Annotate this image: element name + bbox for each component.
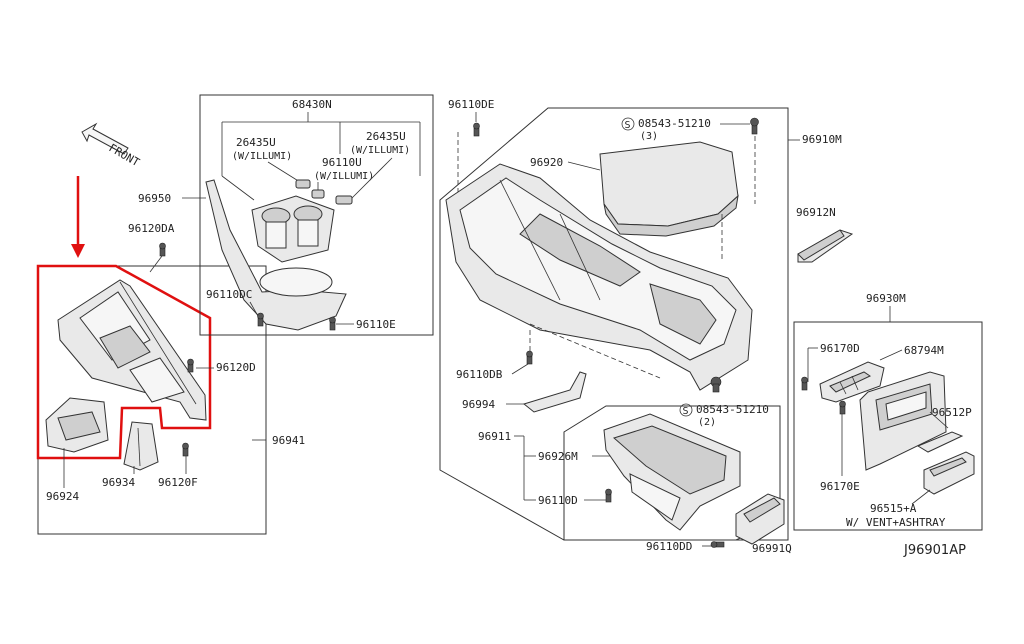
label-08543-bottom-qty: (2) (698, 417, 716, 428)
group-box-96930M (793, 321, 983, 531)
bolt-96110D-icon (605, 488, 612, 503)
bolt-96110DC-icon (257, 312, 264, 327)
label-96110U: 96110U (322, 156, 362, 169)
label-96120F: 96120F (158, 476, 198, 489)
label-26435U-left: 26435U (236, 136, 276, 149)
bracket-96994 (522, 371, 587, 413)
label-96110DC: 96110DC (206, 288, 252, 301)
label-96991Q: 96991Q (752, 542, 792, 555)
cup-holder-finisher (205, 179, 347, 331)
label-96170D: 96170D (820, 342, 860, 355)
label-96515A-note: W/ VENT+ASHTRAY (846, 516, 946, 529)
bolt-96110E-icon (329, 316, 336, 331)
shift-console-lower (45, 397, 109, 453)
cover-96512P (916, 431, 964, 453)
front-arrow-icon (81, 122, 129, 155)
bolt-96110DB-icon (526, 350, 533, 365)
label-96950: 96950 (138, 192, 171, 205)
label-96120DA: 96120DA (128, 222, 175, 235)
rear-finisher (859, 371, 947, 471)
label-26435U-right-note: (W/ILLUMI) (350, 145, 410, 156)
label-96934: 96934 (102, 476, 135, 489)
label-96110D: 96110D (538, 494, 578, 507)
screw-symbol-top-icon: S (621, 117, 635, 131)
label-96110DB: 96110DB (456, 368, 503, 381)
diagram-code: J96901AP (903, 543, 966, 558)
rear-vent (819, 361, 885, 403)
label-96920: 96920 (530, 156, 563, 169)
armrest-lid (599, 141, 739, 237)
highlight-outline (36, 264, 212, 460)
label-96924: 96924 (46, 490, 79, 503)
label-96930M: 96930M (866, 292, 906, 305)
shift-console-finisher (57, 279, 207, 421)
bolt-96120D-icon (187, 358, 194, 373)
label-96512P: 96512P (932, 406, 972, 419)
console-box-bracket (603, 413, 741, 531)
bolt-96120F-icon (182, 442, 189, 457)
console-body (445, 163, 753, 391)
bolt-96120DA-icon (159, 242, 166, 257)
screw-symbol-bottom: S (683, 406, 689, 417)
group-box-68430N (199, 94, 434, 336)
label-96110E: 96110E (356, 318, 396, 331)
label-96941: 96941 (272, 434, 305, 447)
boot-finisher (123, 421, 159, 471)
group-box-96910M (439, 107, 789, 541)
screw-symbol-top: S (625, 120, 631, 131)
label-96994: 96994 (462, 398, 495, 411)
bolt-96110DE-icon (473, 122, 480, 137)
label-08543-top: 08543-51210 (638, 117, 711, 130)
illumi-lamp-icon (295, 179, 353, 205)
label-96926M: 96926M (538, 450, 578, 463)
label-96120D: 96120D (216, 361, 256, 374)
label-96911: 96911 (478, 430, 511, 443)
cup-holder (251, 195, 335, 263)
label-96910M: 96910M (802, 133, 842, 146)
label-08543-top-qty: (3) (640, 131, 658, 142)
screw-symbol-bottom-icon: S (679, 403, 693, 417)
ashtray-96515A (923, 451, 975, 495)
label-26435U-left-note: (W/ILLUMI) (232, 151, 292, 162)
label-68430N: 68430N (292, 98, 332, 111)
label-96515A: 96515+A (870, 502, 917, 515)
label-96912N: 96912N (796, 206, 836, 219)
console-cover-96912N (797, 229, 854, 263)
label-68794M: 68794M (904, 344, 944, 357)
label-96110DE: 96110DE (448, 98, 494, 111)
label-96170E: 96170E (820, 480, 860, 493)
label-96110DD: 96110DD (646, 540, 692, 553)
clip-96170E-icon (839, 400, 846, 415)
label-96110U-note: (W/ILLUMI) (314, 171, 374, 182)
bolt-96110DD-icon (710, 541, 725, 548)
bolt-08543-top-icon (750, 117, 759, 135)
bolt-96170D-icon (801, 376, 808, 391)
highlight-arrow-icon (71, 176, 85, 258)
bracket-96991Q (735, 493, 785, 545)
label-26435U-right: 26435U (366, 130, 406, 143)
label-08543-bottom: 08543-51210 (696, 403, 769, 416)
clip-96920-icon (710, 376, 722, 393)
